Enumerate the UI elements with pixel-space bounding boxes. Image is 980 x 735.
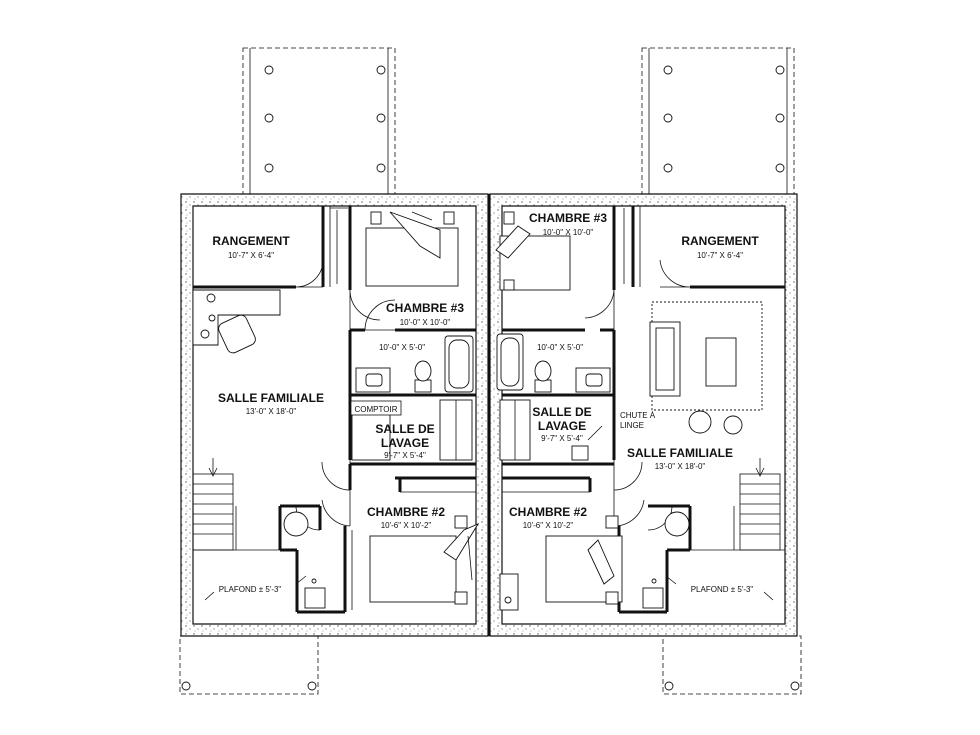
left-salle-familiale-label: SALLE FAMILIALE: [218, 391, 324, 405]
right-chambre3-dim: 10'-0" X 10'-0": [543, 228, 594, 237]
top-deck-left: [242, 47, 396, 195]
left-chambre2-label: CHAMBRE #2: [367, 505, 445, 519]
left-comptoir-label: COMPTOIR: [355, 405, 398, 414]
left-rangement-label: RANGEMENT: [212, 234, 290, 248]
left-chambre3-dim: 10'-0" X 10'-0": [400, 318, 451, 327]
right-salle-familiale-label: SALLE FAMILIALE: [627, 446, 733, 460]
left-comptoir-box: [350, 400, 402, 416]
right-lavage-line2: LAVAGE: [538, 419, 586, 433]
left-salle-familiale-dim: 13'-0" X 18'-0": [246, 407, 297, 416]
right-rangement-dim: 10'-7" X 6'-4": [697, 251, 743, 260]
right-chute-line2: LINGE: [620, 421, 644, 430]
right-chambre2-label: CHAMBRE #2: [509, 505, 587, 519]
bottom-deck-right: [662, 635, 802, 695]
left-chambre3-label: CHAMBRE #3: [386, 301, 464, 315]
right-chute-line1: CHUTE À: [620, 411, 656, 420]
left-unit-fixtures: [192, 207, 480, 610]
left-lavage-line2: LAVAGE: [381, 436, 429, 450]
bottom-deck-left: [179, 635, 319, 695]
right-chambre3-label: CHAMBRE #3: [529, 211, 607, 225]
left-lavage-dim: 9'-7" X 5'-4": [384, 451, 426, 460]
left-lavage-line1: SALLE DE: [375, 422, 434, 436]
right-unit-fixtures: [495, 208, 781, 611]
right-plafond-label: PLAFOND ± 5'-3": [691, 585, 754, 594]
left-rangement-dim: 10'-7" X 6'-4": [228, 251, 274, 260]
right-lavage-dim: 9'-7" X 5'-4": [541, 434, 583, 443]
right-salle-familiale-dim: 13'-0" X 18'-0": [655, 462, 706, 471]
left-unit-walls: [193, 206, 476, 614]
top-deck-right: [641, 47, 795, 195]
right-lavage-line1: SALLE DE: [532, 405, 591, 419]
right-bath-dim: 10'-0" X 5'-0": [537, 343, 583, 352]
left-plafond-label: PLAFOND ± 5'-3": [219, 585, 282, 594]
left-bath-dim: 10'-0" X 5'-0": [379, 343, 425, 352]
foundation-right: [489, 193, 798, 637]
right-rangement-label: RANGEMENT: [681, 234, 759, 248]
right-chambre2-dim: 10'-6" X 10'-2": [523, 521, 574, 530]
left-chambre2-dim: 10'-6" X 10'-2": [381, 521, 432, 530]
